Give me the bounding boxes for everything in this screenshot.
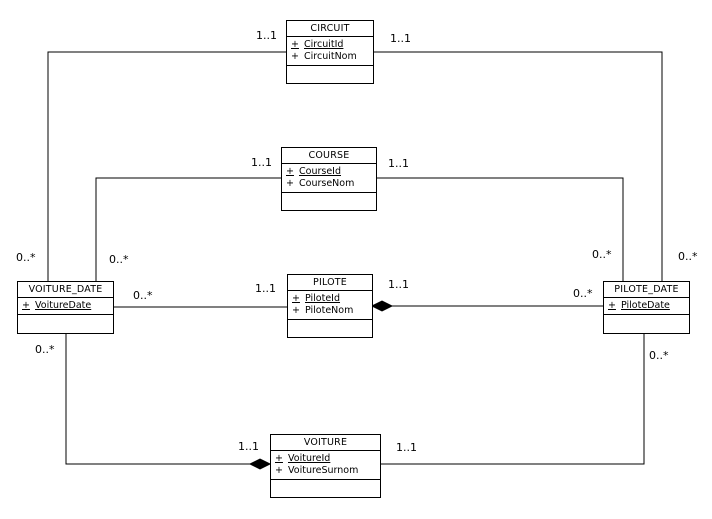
attribute-list: + PiloteId + PiloteNom <box>288 291 372 320</box>
attribute-name: PiloteDate <box>621 300 670 311</box>
visibility-marker: + <box>291 51 299 62</box>
visibility-marker: + <box>291 39 299 50</box>
multiplicity-pilote-date-course: 0..* <box>592 248 612 261</box>
link-voiture-date-voiture <box>65 333 270 465</box>
attribute-row: + PiloteNom <box>288 305 372 317</box>
link-voiture-date-circuit <box>47 51 286 282</box>
entity-title: COURSE <box>282 148 376 164</box>
multiplicity-voiture-date-circuit: 0..* <box>16 251 36 264</box>
attribute-row: + CourseId <box>282 166 376 178</box>
visibility-marker: + <box>292 293 300 304</box>
entity-pilote[interactable]: PILOTE + PiloteId + PiloteNom <box>287 274 373 338</box>
attribute-row: + VoitureDate <box>18 300 113 312</box>
multiplicity-pilote-left: 1..1 <box>255 282 276 295</box>
attribute-list: + PiloteDate <box>604 298 689 315</box>
attribute-list: + CircuitId + CircuitNom <box>287 37 373 66</box>
attribute-row: + VoitureId <box>271 453 380 465</box>
entity-circuit[interactable]: CIRCUIT + CircuitId + CircuitNom <box>286 20 374 84</box>
multiplicity-pilote-date-circuit: 0..* <box>678 250 698 263</box>
entity-course[interactable]: COURSE + CourseId + CourseNom <box>281 147 377 211</box>
visibility-marker: + <box>275 453 283 464</box>
multiplicity-voiture-left: 1..1 <box>238 440 259 453</box>
multiplicity-voiture-date-voiture: 0..* <box>35 343 55 356</box>
entity-title: VOITURE <box>271 435 380 451</box>
multiplicity-pilote-date-voiture: 0..* <box>649 349 669 362</box>
visibility-marker: + <box>286 178 294 189</box>
multiplicity-pilote-right: 1..1 <box>388 278 409 291</box>
attribute-name: PiloteId <box>305 293 341 304</box>
multiplicity-pilote-date-pilote: 0..* <box>573 287 593 300</box>
link-voiture-pilote-date <box>380 333 645 465</box>
multiplicity-voiture-right: 1..1 <box>396 441 417 454</box>
composition-diamond-pilote <box>370 300 394 312</box>
multiplicity-voiture-date-course: 0..* <box>109 253 129 266</box>
visibility-marker: + <box>22 300 30 311</box>
multiplicity-course-right: 1..1 <box>388 157 409 170</box>
attribute-list: + VoitureDate <box>18 298 113 315</box>
attribute-name: VoitureId <box>288 453 331 464</box>
attribute-name: CourseId <box>299 166 341 177</box>
attribute-row: + CourseNom <box>282 178 376 190</box>
visibility-marker: + <box>286 166 294 177</box>
multiplicity-course-left: 1..1 <box>251 156 272 169</box>
multiplicity-circuit-right: 1..1 <box>390 32 411 45</box>
attribute-row: + PiloteId <box>288 293 372 305</box>
entity-voiture-date[interactable]: VOITURE_DATE + VoitureDate <box>17 281 114 334</box>
attribute-row: + VoitureSurnom <box>271 465 380 477</box>
attribute-row: + CircuitNom <box>287 51 373 63</box>
multiplicity-voiture-date-pilote: 0..* <box>133 289 153 302</box>
attribute-name: PiloteNom <box>305 305 354 316</box>
link-course-pilote-date <box>376 177 624 282</box>
entity-title: PILOTE_DATE <box>604 282 689 298</box>
attribute-row: + PiloteDate <box>604 300 689 312</box>
attribute-name: CircuitId <box>304 39 344 50</box>
link-circuit-pilote-date <box>373 51 663 282</box>
attribute-list: + CourseId + CourseNom <box>282 164 376 193</box>
attribute-row: + CircuitId <box>287 39 373 51</box>
multiplicity-circuit-left: 1..1 <box>256 29 277 42</box>
entity-title: CIRCUIT <box>287 21 373 37</box>
visibility-marker: + <box>608 300 616 311</box>
composition-diamond-voiture <box>248 458 272 470</box>
attribute-name: CourseNom <box>299 178 355 189</box>
visibility-marker: + <box>275 465 283 476</box>
attribute-name: VoitureSurnom <box>288 465 359 476</box>
attribute-list: + VoitureId + VoitureSurnom <box>271 451 380 480</box>
attribute-name: CircuitNom <box>304 51 357 62</box>
link-voiture-date-course <box>95 177 281 282</box>
entity-voiture[interactable]: VOITURE + VoitureId + VoitureSurnom <box>270 434 381 498</box>
entity-title: VOITURE_DATE <box>18 282 113 298</box>
attribute-name: VoitureDate <box>35 300 92 311</box>
entity-pilote-date[interactable]: PILOTE_DATE + PiloteDate <box>603 281 690 334</box>
entity-title: PILOTE <box>288 275 372 291</box>
visibility-marker: + <box>292 305 300 316</box>
